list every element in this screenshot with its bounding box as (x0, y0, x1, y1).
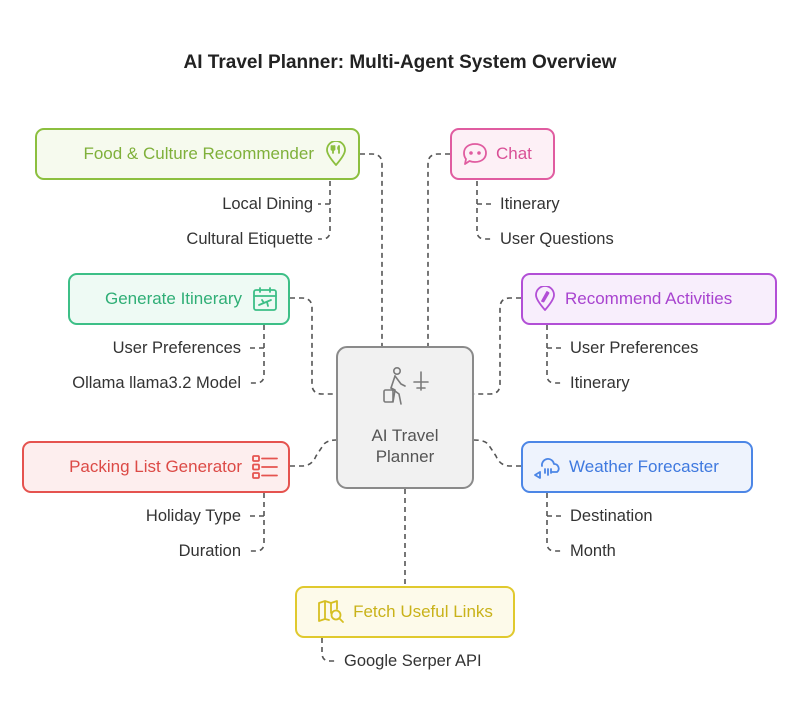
diagram-title: AI Travel Planner: Multi-Agent System Ov… (183, 52, 617, 73)
generate-itinerary-node: Generate Itinerary (68, 273, 290, 325)
food-culture-label: Food & Culture Recommender (83, 144, 314, 163)
weather-forecaster-node: Weather Forecaster (521, 441, 753, 493)
generate-itinerary-label: Generate Itinerary (104, 289, 242, 308)
chat-item-itinerary: Itinerary (500, 195, 560, 213)
chat-bubble-icon (462, 142, 488, 166)
recommend-activities-node: Recommend Activities (521, 273, 777, 325)
recommend-activities-label: Recommend Activities (565, 289, 733, 308)
packing-list-generator-node: Packing List Generator (22, 441, 290, 493)
chat-node: Chat (450, 128, 555, 180)
list-icon (252, 455, 278, 479)
food-item-local-dining: Local Dining (222, 195, 313, 213)
center-node-ai-travel-planner: AI Travel Planner (336, 346, 474, 489)
map-search-icon (317, 599, 345, 625)
weather-rain-icon (533, 454, 561, 480)
fetch-useful-links-node: Fetch Useful Links (295, 586, 515, 638)
calendar-plane-icon (252, 286, 278, 312)
food-location-icon (324, 141, 348, 167)
chat-item-user-questions: User Questions (500, 230, 614, 248)
weather-item-destination: Destination (570, 507, 653, 525)
itinerary-item-ollama-model: Ollama llama3.2 Model (72, 374, 241, 392)
links-item-google-serper-api: Google Serper API (344, 652, 482, 670)
fetch-useful-links-label: Fetch Useful Links (353, 602, 493, 621)
traveler-plane-icon (381, 366, 429, 417)
location-pin-icon (533, 286, 557, 312)
weather-forecaster-label: Weather Forecaster (569, 457, 719, 476)
packing-list-label: Packing List Generator (69, 457, 242, 476)
activities-item-itinerary: Itinerary (570, 374, 630, 392)
center-label-line1: AI Travel (371, 426, 439, 445)
center-node-label: AI Travel Planner (371, 425, 438, 467)
activities-item-user-preferences: User Preferences (570, 339, 699, 357)
weather-item-month: Month (570, 542, 616, 560)
food-culture-recommender-node: Food & Culture Recommender (35, 128, 360, 180)
chat-label: Chat (496, 144, 532, 163)
itinerary-item-user-preferences: User Preferences (112, 339, 241, 357)
center-label-line2: Planner (375, 447, 435, 466)
food-item-cultural-etiquette: Cultural Etiquette (186, 230, 313, 248)
packing-item-duration: Duration (178, 542, 241, 560)
packing-item-holiday-type: Holiday Type (145, 507, 241, 525)
